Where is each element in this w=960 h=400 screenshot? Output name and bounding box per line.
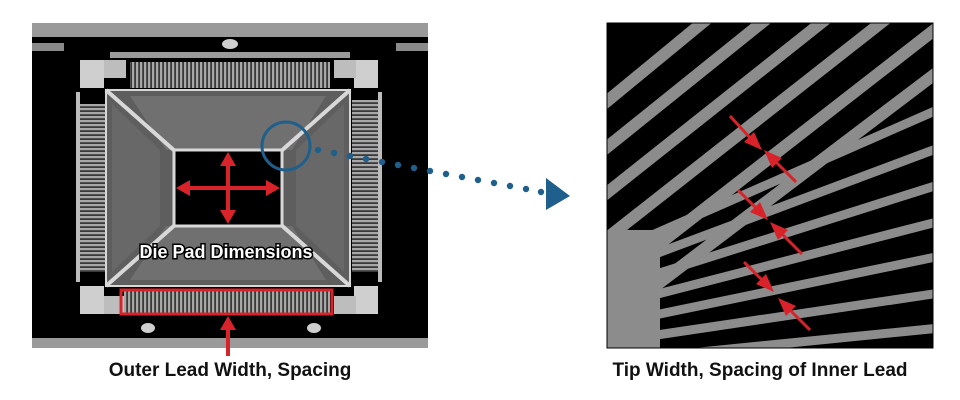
tie-bar xyxy=(278,88,352,154)
tie-bar xyxy=(104,88,178,154)
red-cross-arrows-icon xyxy=(176,152,280,224)
outer-lead-highlight-box xyxy=(119,288,334,316)
tie-bar xyxy=(104,222,178,288)
tie-bar xyxy=(278,222,352,288)
inner-lead-zoom xyxy=(607,23,933,348)
tooling-hole xyxy=(307,323,321,333)
die-pad-label: Die Pad Dimensions xyxy=(139,242,312,262)
inner-lead-caption: Tip Width, Spacing of Inner Lead xyxy=(612,360,908,381)
left-outer-leads xyxy=(80,104,106,272)
red-up-arrow-icon xyxy=(220,316,236,356)
tooling-hole xyxy=(222,39,238,49)
outer-lead-caption: Outer Lead Width, Spacing xyxy=(108,360,352,381)
zoom-circle xyxy=(260,120,312,172)
blue-dotted-arrow-icon xyxy=(314,146,570,210)
right-outer-leads xyxy=(352,100,378,272)
inner-lead-arrows xyxy=(728,114,812,332)
bottom-outer-leads xyxy=(124,290,330,314)
top-rail xyxy=(32,23,428,37)
leadframe-overview: Die Pad Dimensions xyxy=(32,23,428,356)
top-outer-leads xyxy=(130,62,330,88)
tooling-hole xyxy=(141,323,155,333)
